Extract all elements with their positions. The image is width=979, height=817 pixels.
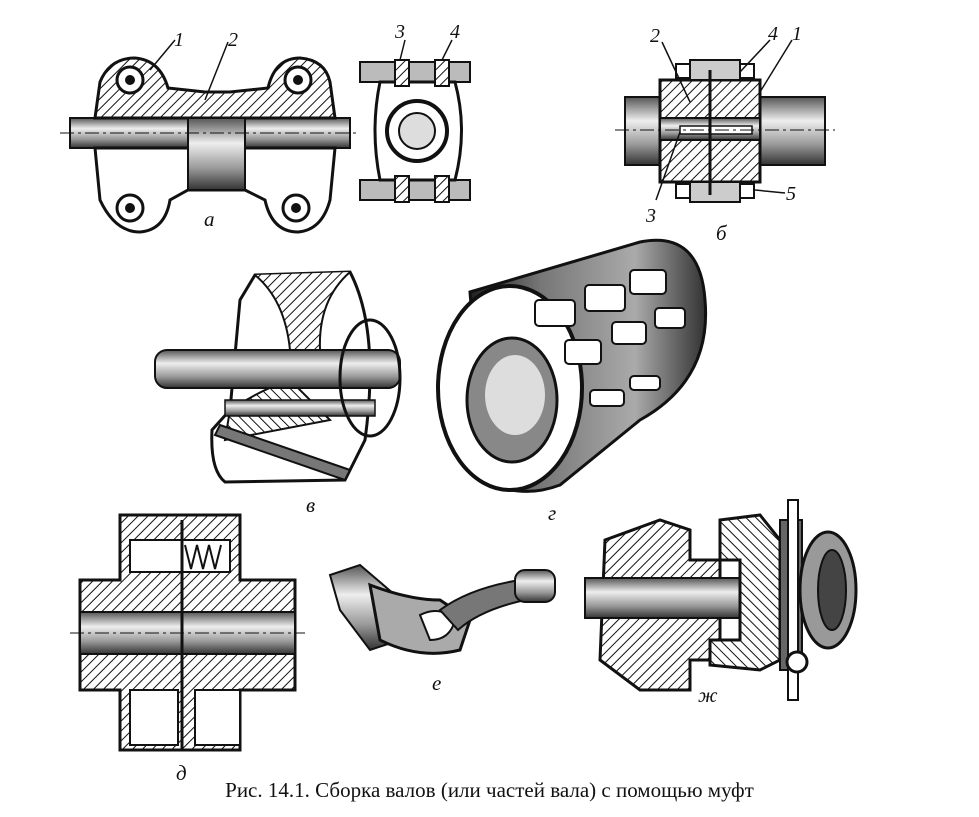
drawing-a: 1 2 а <box>60 29 360 234</box>
drawing-g: г <box>436 238 708 525</box>
label-b-3: 3 <box>645 205 656 227</box>
sublabel-d: д <box>176 761 187 785</box>
drawing-v: в <box>154 270 402 517</box>
drawing-e: е <box>328 563 556 695</box>
label-b-2: 2 <box>650 25 660 47</box>
drawing-d: д <box>70 513 305 785</box>
figure-caption: Рис. 14.1. Сборка валов (или частей вала… <box>225 778 754 802</box>
sublabel-zh: ж <box>698 683 718 707</box>
label-b-5: 5 <box>786 183 796 205</box>
label-a-1: 1 <box>174 29 184 51</box>
sublabel-g: г <box>548 501 556 525</box>
label-a-3: 3 <box>394 21 405 43</box>
label-b-1: 1 <box>792 23 802 45</box>
sublabel-b: б <box>716 221 728 245</box>
drawing-b: 2 4 1 3 5 б <box>615 23 835 245</box>
sublabel-a: а <box>204 207 215 231</box>
sublabel-e: е <box>432 671 441 695</box>
label-a-2: 2 <box>228 29 238 51</box>
drawing-a-side: 3 4 <box>359 21 471 203</box>
label-a-4: 4 <box>450 21 460 43</box>
label-b-4: 4 <box>768 23 778 45</box>
sublabel-v: в <box>306 493 315 517</box>
drawing-zh: ж <box>584 499 858 707</box>
